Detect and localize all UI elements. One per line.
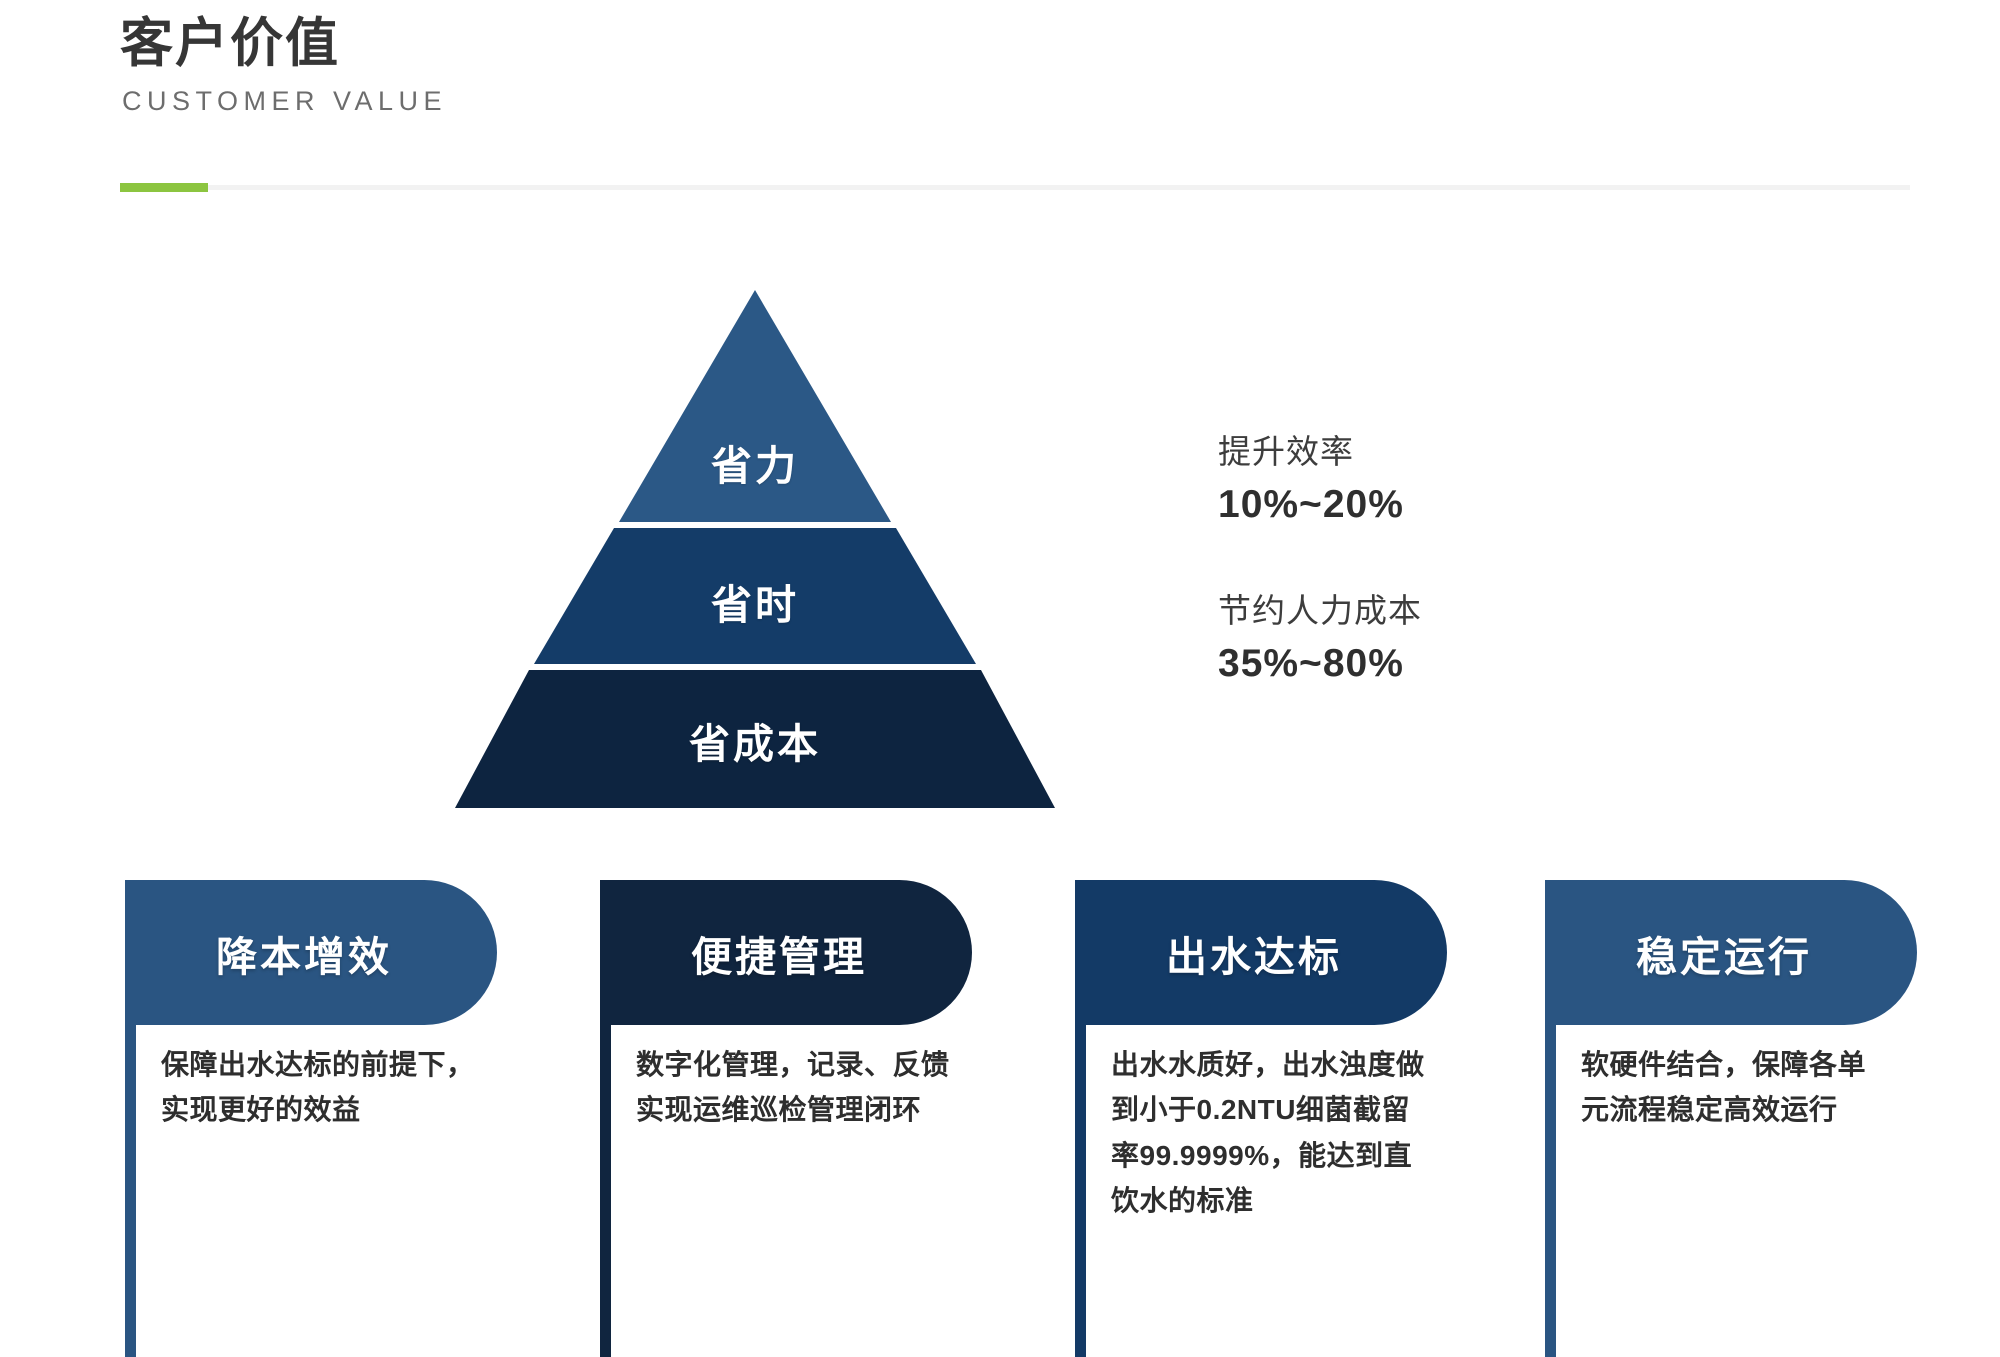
value-cards: 降本增效 保障出水达标的前提下，实现更好的效益 便捷管理 数字化管理，记录、反馈… xyxy=(0,880,2000,1357)
stat-efficiency-label: 提升效率 xyxy=(1218,433,1354,470)
pyramid-tier-3: 省成本 xyxy=(455,670,1055,808)
page-header: 客户价值 CUSTOMER VALUE xyxy=(120,14,1900,117)
page-subtitle: CUSTOMER VALUE xyxy=(122,85,448,116)
stat-efficiency-value: 10%~20% xyxy=(1218,482,1404,526)
card-accent-bar-cost-efficiency xyxy=(125,1025,136,1357)
card-accent-bar-stable-operation xyxy=(1545,1025,1556,1357)
pyramid-tier-3-label: 省成本 xyxy=(689,721,821,767)
header-divider xyxy=(120,183,1910,192)
card-header-cost-efficiency: 降本增效 xyxy=(125,880,497,1025)
benefit-stats: 提升效率 10%~20% 节约人力成本 35%~80% xyxy=(1218,430,1638,748)
value-card-effluent-compliance: 出水达标 出水水质好，出水浊度做到小于0.2NTU细菌截留率99.9999%，能… xyxy=(1075,880,1447,1357)
card-accent-bar-easy-management xyxy=(600,1025,611,1357)
card-header-stable-operation: 稳定运行 xyxy=(1545,880,1917,1025)
card-title-easy-management: 便捷管理 xyxy=(691,933,867,980)
pyramid-tier-2: 省时 xyxy=(455,528,1055,664)
pyramid-tier-1-shape xyxy=(619,290,891,522)
card-title-cost-efficiency: 降本增效 xyxy=(216,933,392,980)
divider-line xyxy=(120,185,1910,190)
stat-labor-cost-label: 节约人力成本 xyxy=(1218,592,1422,630)
stat-efficiency: 提升效率 10%~20% xyxy=(1218,430,1638,531)
page-title: 客户价值 xyxy=(120,14,340,73)
card-title-stable-operation: 稳定运行 xyxy=(1636,933,1812,980)
value-card-stable-operation: 稳定运行 软硬件结合，保障各单元流程稳定高效运行 xyxy=(1545,880,1917,1357)
value-card-cost-efficiency: 降本增效 保障出水达标的前提下，实现更好的效益 xyxy=(125,880,497,1357)
pyramid-tier-2-label: 省时 xyxy=(711,582,799,628)
pyramid-tier-3-shape xyxy=(455,670,1055,808)
card-body-easy-management: 数字化管理，记录、反馈实现运维巡检管理闭环 xyxy=(636,1049,950,1126)
value-card-easy-management: 便捷管理 数字化管理，记录、反馈实现运维巡检管理闭环 xyxy=(600,880,972,1357)
stat-labor-cost-value: 35%~80% xyxy=(1218,641,1404,685)
card-body-cost-efficiency: 保障出水达标的前提下，实现更好的效益 xyxy=(161,1049,475,1126)
card-body-effluent-compliance: 出水水质好，出水浊度做到小于0.2NTU细菌截留率99.9999%，能达到直饮水… xyxy=(1111,1049,1425,1217)
pyramid-tier-2-shape xyxy=(534,528,976,664)
card-header-effluent-compliance: 出水达标 xyxy=(1075,880,1447,1025)
card-header-easy-management: 便捷管理 xyxy=(600,880,972,1025)
card-accent-bar-effluent-compliance xyxy=(1075,1025,1086,1357)
pyramid-tier-1-label: 省力 xyxy=(711,443,799,489)
card-body-stable-operation: 软硬件结合，保障各单元流程稳定高效运行 xyxy=(1581,1049,1867,1126)
stat-labor-cost: 节约人力成本 35%~80% xyxy=(1218,589,1638,690)
value-pyramid: 省力 省时 省成本 xyxy=(455,290,1055,808)
pyramid-tier-1: 省力 xyxy=(455,290,1055,522)
card-title-effluent-compliance: 出水达标 xyxy=(1166,933,1342,980)
divider-accent-bar xyxy=(120,183,208,192)
